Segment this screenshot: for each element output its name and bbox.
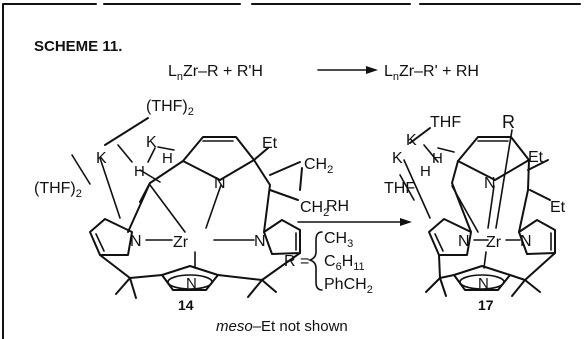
ethyl-top-label-17: Et (528, 149, 544, 166)
reagent-label: RH (326, 198, 349, 215)
pyrrole-right-ring (263, 219, 301, 255)
equation-arrow-head (366, 66, 378, 74)
svg-text:LnZr–R + R'H: LnZr–R + R'H (168, 63, 263, 83)
pyrrole-top-ring-17 (457, 136, 530, 181)
scheme-footnote: meso–Et not shown (216, 318, 348, 335)
hydrogen-top-label-17: H (432, 150, 443, 167)
thf-top-label: (THF)2 (146, 98, 194, 118)
thf-left-label-17: THF (384, 180, 415, 197)
reaction-arrow-head (400, 218, 412, 226)
nitrogen-top-label-17: N (484, 175, 496, 192)
pyrrole-left-ring (89, 218, 133, 256)
zirconium-label: Zr (173, 234, 189, 251)
scheme-title: SCHEME 11. (34, 38, 122, 55)
nitrogen-right-label: N (254, 233, 266, 250)
ch2-top-label: CH2 (304, 156, 333, 176)
hydrogen-mid-label-17: H (420, 163, 431, 180)
compound-number-17: 17 (478, 297, 494, 313)
hydrogen-mid-label: H (134, 163, 145, 180)
r-equals-label: R = (284, 253, 309, 270)
r-option-benzyl: PhCH2 (324, 276, 373, 296)
pyrrole-right-ring-17 (518, 219, 556, 255)
r-option-methyl: CH3 (324, 230, 353, 250)
potassium-left-label-17: K (392, 150, 403, 167)
complex-17: R THF K K H H THF N Et Et N Zr N N 17 (384, 112, 566, 313)
nitrogen-top-label: N (214, 175, 226, 192)
reaction-arrow-group: RH R = CH3 C6H11 PhCH2 (284, 198, 412, 296)
zirconium-label-17: Zr (486, 234, 502, 251)
pyrrole-top-ring (182, 136, 255, 181)
potassium-top-label-17: K (406, 132, 417, 149)
nitrogen-right-label-17: N (520, 233, 532, 250)
r-option-cyclohexyl: C6H11 (324, 253, 365, 273)
nitrogen-bottom-label: N (186, 275, 197, 292)
potassium-left-label: K (96, 150, 107, 167)
potassium-top-label: K (146, 134, 157, 151)
svg-text:LnZr–R' + RH: LnZr–R' + RH (384, 63, 479, 83)
r-options-brace (307, 231, 323, 291)
nitrogen-left-label-17: N (458, 233, 470, 250)
complex-14: (THF)2 K K H H (THF)2 N Et CH2 CH2 N Zr … (34, 98, 333, 313)
exchange-equation: LnZr–R + R'H LnZr–R' + RH (168, 63, 479, 83)
r-axial-label: R (502, 112, 515, 132)
thf-left-label: (THF)2 (34, 180, 82, 200)
ethyl-label: Et (262, 135, 278, 152)
thf-top-label-17: THF (430, 114, 461, 131)
hydrogen-top-label: H (162, 150, 173, 167)
nitrogen-bottom-label-17: N (478, 275, 489, 292)
nitrogen-left-label: N (130, 233, 142, 250)
ch2-bottom-label: CH2 (300, 199, 329, 219)
compound-number-14: 14 (178, 297, 194, 313)
pyrrole-left-ring-17 (428, 218, 472, 256)
ethyl-bottom-label-17: Et (550, 199, 566, 216)
